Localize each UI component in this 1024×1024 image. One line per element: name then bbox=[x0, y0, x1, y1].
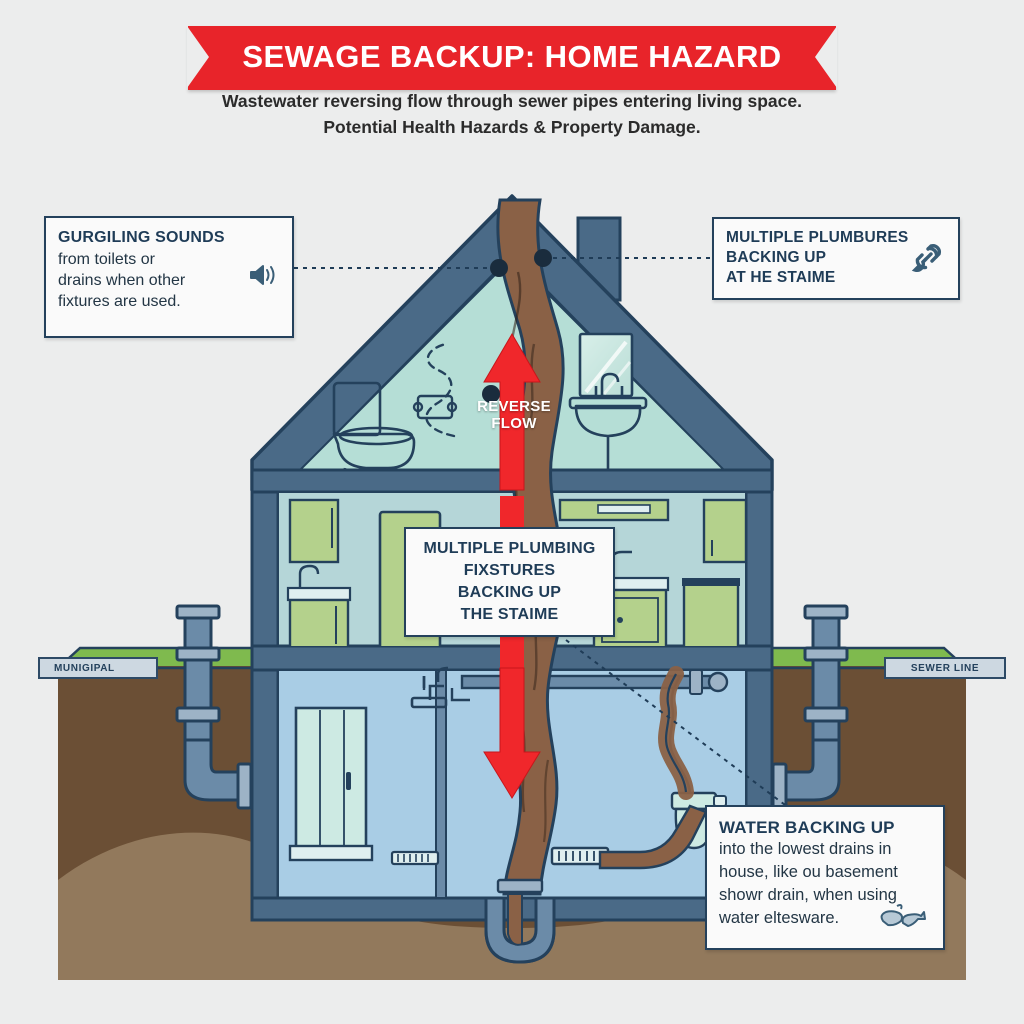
callout-gurgling-sounds[interactable]: GURGILING SOUNDS from toilets or drains … bbox=[44, 216, 294, 338]
cabinet-upper-right bbox=[702, 498, 748, 564]
toilet-upper bbox=[332, 381, 416, 470]
page-title: SEWAGE BACKUP: HOME HAZARD bbox=[187, 26, 837, 90]
callout-body-line: water eltesware. bbox=[719, 909, 840, 927]
title-banner-wrap: SEWAGE BACKUP: HOME HAZARD bbox=[0, 26, 1024, 90]
pipe-collar-right-low bbox=[803, 706, 849, 723]
callout-body-line: fixtures are used. bbox=[58, 293, 181, 310]
shower-stall bbox=[294, 706, 368, 850]
base-cabinet-left bbox=[288, 598, 350, 646]
label-sewer-line: SEWER LINE bbox=[884, 657, 1006, 679]
main-sewer-outlet bbox=[484, 878, 556, 964]
callout-body-line: drains when other bbox=[58, 272, 186, 289]
link-icon bbox=[910, 241, 944, 280]
callout-heading: MULTIPLE PLUMBURES BACKING UP AT HE STAI… bbox=[726, 228, 946, 288]
dot-gurgling bbox=[490, 259, 508, 277]
floor-drain-left bbox=[390, 850, 440, 866]
pipe-collar-left-horiz bbox=[236, 762, 253, 810]
callout-body-line: into the lowest drains in bbox=[719, 840, 892, 858]
top-floor-fixtures bbox=[332, 332, 648, 470]
dot-multiple bbox=[534, 249, 552, 267]
pipe-collar-left-mid bbox=[175, 646, 221, 662]
label-municipal: MUNIGIPAL bbox=[38, 657, 158, 679]
callout-heading-line: MULTIPLE PLUMBURES bbox=[726, 229, 909, 246]
cabinet-right-tall bbox=[682, 582, 740, 646]
cabinet-upper-left bbox=[288, 498, 340, 564]
callout-multiple-fixtures[interactable]: MULTIPLE PLUMBURES BACKING UP AT HE STAI… bbox=[712, 217, 960, 300]
basement-fixtures bbox=[288, 666, 729, 870]
shutoff-valve bbox=[707, 671, 729, 693]
callout-heading-line: FIXSTURES bbox=[463, 562, 556, 579]
pipe-collar-right-horiz bbox=[771, 762, 788, 810]
callout-connectors bbox=[294, 257, 891, 885]
callout-body-line: from toilets or bbox=[58, 251, 155, 268]
callout-heading-line: BACKING UP bbox=[457, 584, 562, 601]
callout-heading: GURGILING SOUNDS bbox=[58, 229, 225, 246]
exterior-pipes bbox=[56, 604, 968, 810]
dot-gurgling-inner bbox=[482, 385, 500, 403]
odor-squiggle bbox=[425, 342, 456, 438]
arrow-up bbox=[483, 333, 541, 491]
callout-water-backing-up[interactable]: WATER BACKING UP into the lowest drains … bbox=[705, 805, 945, 950]
callout-body-line: showr drain, when using bbox=[719, 886, 897, 904]
shower-base bbox=[288, 844, 374, 862]
callout-body: from toilets or drains when other fixtur… bbox=[58, 249, 280, 312]
arrow-down bbox=[483, 667, 541, 799]
faucet-left bbox=[298, 564, 320, 588]
wall-left bbox=[250, 468, 280, 922]
callout-center-notice[interactable]: MULTIPLE PLUMBING FIXSTURES BACKING UP T… bbox=[404, 527, 615, 637]
pipe-collar-left-top bbox=[175, 604, 221, 620]
pipe-collar-right-top bbox=[803, 604, 849, 620]
callout-heading: WATER BACKING UP bbox=[719, 818, 895, 837]
subtitle-line-2: Potential Health Hazards & Property Dama… bbox=[323, 117, 701, 137]
counter-left bbox=[286, 586, 352, 602]
subtitle-line-1: Wastewater reversing flow through sewer … bbox=[222, 91, 802, 111]
callout-heading-line: AT HE STAIME bbox=[726, 269, 836, 286]
callout-heading-line: BACKING UP bbox=[726, 249, 827, 266]
speaker-icon bbox=[248, 262, 278, 293]
callout-body-line: house, like ou basement bbox=[719, 863, 898, 881]
puddle-icon bbox=[877, 897, 929, 936]
callout-body: into the lowest drains in house, like ou… bbox=[719, 838, 931, 930]
sink-upper bbox=[568, 372, 648, 470]
toilet-paper-icon bbox=[412, 394, 458, 420]
pipe-collar-right-mid bbox=[803, 646, 849, 662]
subtitle: Wastewater reversing flow through sewer … bbox=[0, 88, 1024, 140]
sewage-spill bbox=[598, 804, 708, 870]
callout-heading-line: MULTIPLE PLUMBING bbox=[423, 540, 596, 557]
callout-heading: MULTIPLE PLUMBING FIXSTURES BACKING UP T… bbox=[424, 538, 596, 626]
pipe-collar-left-low bbox=[175, 706, 221, 723]
callout-heading-line: THE STAIME bbox=[460, 606, 559, 623]
